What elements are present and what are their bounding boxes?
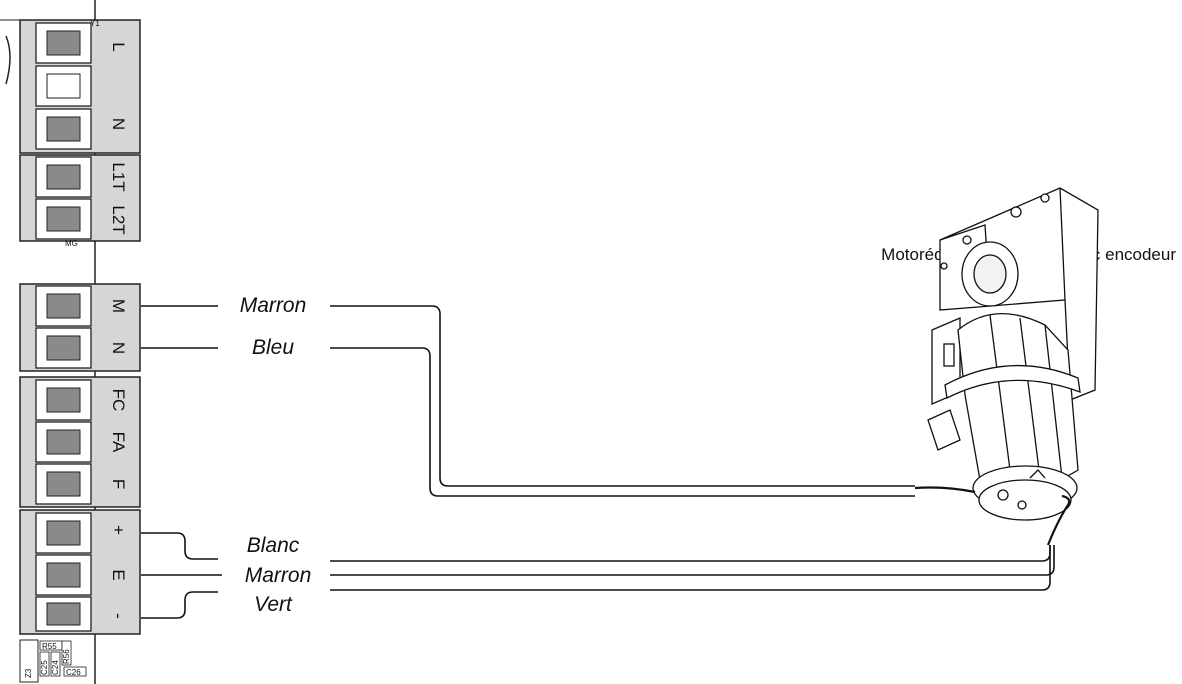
terminal-block-lights: L1T L2T MG [19, 154, 141, 248]
motor-cables [914, 486, 1071, 546]
gearmotor-illustration [927, 187, 1099, 521]
board-curve [5, 35, 11, 85]
terminal-label-l2t: L2T [109, 205, 128, 234]
terminal-label-l: L [109, 42, 128, 51]
terminal-label-l1t: L1T [109, 162, 128, 191]
component-r56: R56 [62, 649, 71, 664]
wire-bleu-motor [141, 347, 915, 497]
component-c25: C25 [40, 660, 49, 675]
component-r55: R55 [42, 642, 57, 651]
gearbox-housing [939, 187, 1099, 401]
board-mark-mg: MG [65, 239, 78, 248]
pcb-components: Z3 R55 C25 C24 R56 C26 [19, 639, 87, 683]
terminal-label-fc: FC [109, 389, 128, 412]
terminal-label-minus: - [109, 613, 128, 619]
wire-label-marron-encoder: Marron [245, 564, 312, 587]
wire-marron-motor [141, 305, 915, 487]
terminal-block-power: L N Y1 [19, 19, 141, 154]
wire-marron-encoder [141, 545, 1055, 576]
component-z3: Z3 [24, 668, 33, 678]
terminal-label-plus: + [109, 525, 128, 535]
terminal-block-limits: FC FA F [19, 376, 141, 508]
terminal-label-motor-n: N [109, 342, 128, 354]
wire-vert-encoder [141, 545, 1051, 619]
wire-label-bleu: Bleu [252, 336, 294, 359]
wire-label-blanc: Blanc [247, 534, 300, 557]
terminal-block-encoder: + E - [19, 509, 141, 635]
component-c24: C24 [51, 660, 60, 675]
terminal-label-n: N [109, 118, 128, 130]
terminal-block-motor: M N [19, 283, 141, 372]
wire-label-vert: Vert [254, 593, 293, 616]
wire-label-marron: Marron [240, 294, 307, 317]
board-mark-y1: Y1 [90, 19, 100, 28]
terminal-label-m: M [109, 299, 128, 313]
terminal-label-e: E [109, 569, 128, 580]
wire-group-encoder [141, 532, 1055, 619]
wire-group-motor [141, 305, 915, 497]
terminal-label-fa: FA [109, 432, 128, 453]
component-c26: C26 [66, 668, 81, 677]
terminal-label-f: F [109, 479, 128, 489]
